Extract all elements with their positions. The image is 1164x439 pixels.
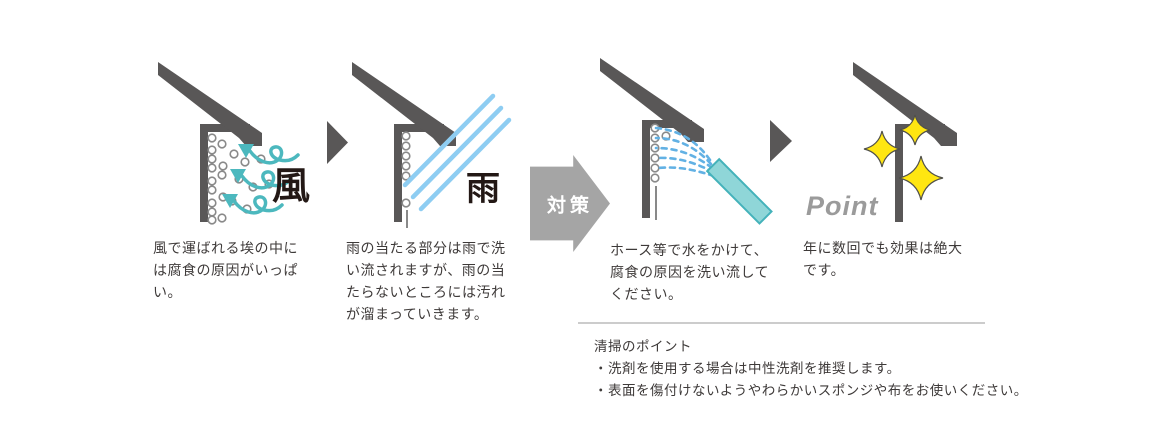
dust-particles-icon: [650, 123, 671, 183]
roof-shape: [352, 62, 456, 146]
roof-shape: [853, 62, 957, 146]
note-item: ・表面を傷付けないようやわらかいスポンジや布をお使いください。: [594, 383, 1028, 398]
wall-shape: [642, 120, 692, 218]
hose-icon: [705, 157, 773, 225]
panel-wind: [150, 60, 325, 245]
point-label: Point: [806, 191, 879, 221]
wind-label: 風: [272, 166, 311, 208]
dust-particles-icon: [401, 131, 411, 208]
rain-caption: 雨の当たる部分は雨で洗い流されますが、雨の当たらないところには汚れが溜まっていき…: [346, 240, 506, 322]
note-item: ・洗剤を使用する場合は中性洗剤を推奨します。: [594, 361, 901, 376]
panel-rain: [344, 60, 519, 245]
rain-label: 雨: [466, 170, 500, 208]
wind-caption: 風で運ばれる埃の中には腐食の原因がいっぱい。: [153, 240, 298, 300]
wall-shape: [200, 124, 250, 222]
panel-wash: [592, 56, 777, 241]
wash-caption: ホース等で水をかけて、腐食の原因を洗い流してください。: [610, 242, 770, 302]
eave-rain-illustration-icon: [352, 62, 512, 228]
rain-lines-icon: [402, 93, 512, 212]
eave-sparkle-illustration-icon: [853, 62, 957, 222]
countermeasure-label: 対策: [546, 195, 593, 216]
wall-shape: [895, 124, 945, 222]
wall-shape: [394, 124, 444, 222]
panel-result: [845, 60, 1020, 245]
notes-divider: [578, 322, 985, 324]
wind-swirl-icon: [222, 144, 300, 215]
eave-wind-illustration-icon: [158, 62, 300, 225]
result-caption: 年に数回でも効果は絶大です。: [803, 240, 963, 278]
notes-title: 清掃のポイント: [594, 339, 692, 354]
sparkle-icon: [863, 114, 944, 201]
step-arrow-icon: [770, 120, 792, 162]
roof-shape: [600, 58, 704, 142]
eave-hose-illustration-icon: [600, 58, 773, 225]
roof-shape: [158, 62, 262, 146]
